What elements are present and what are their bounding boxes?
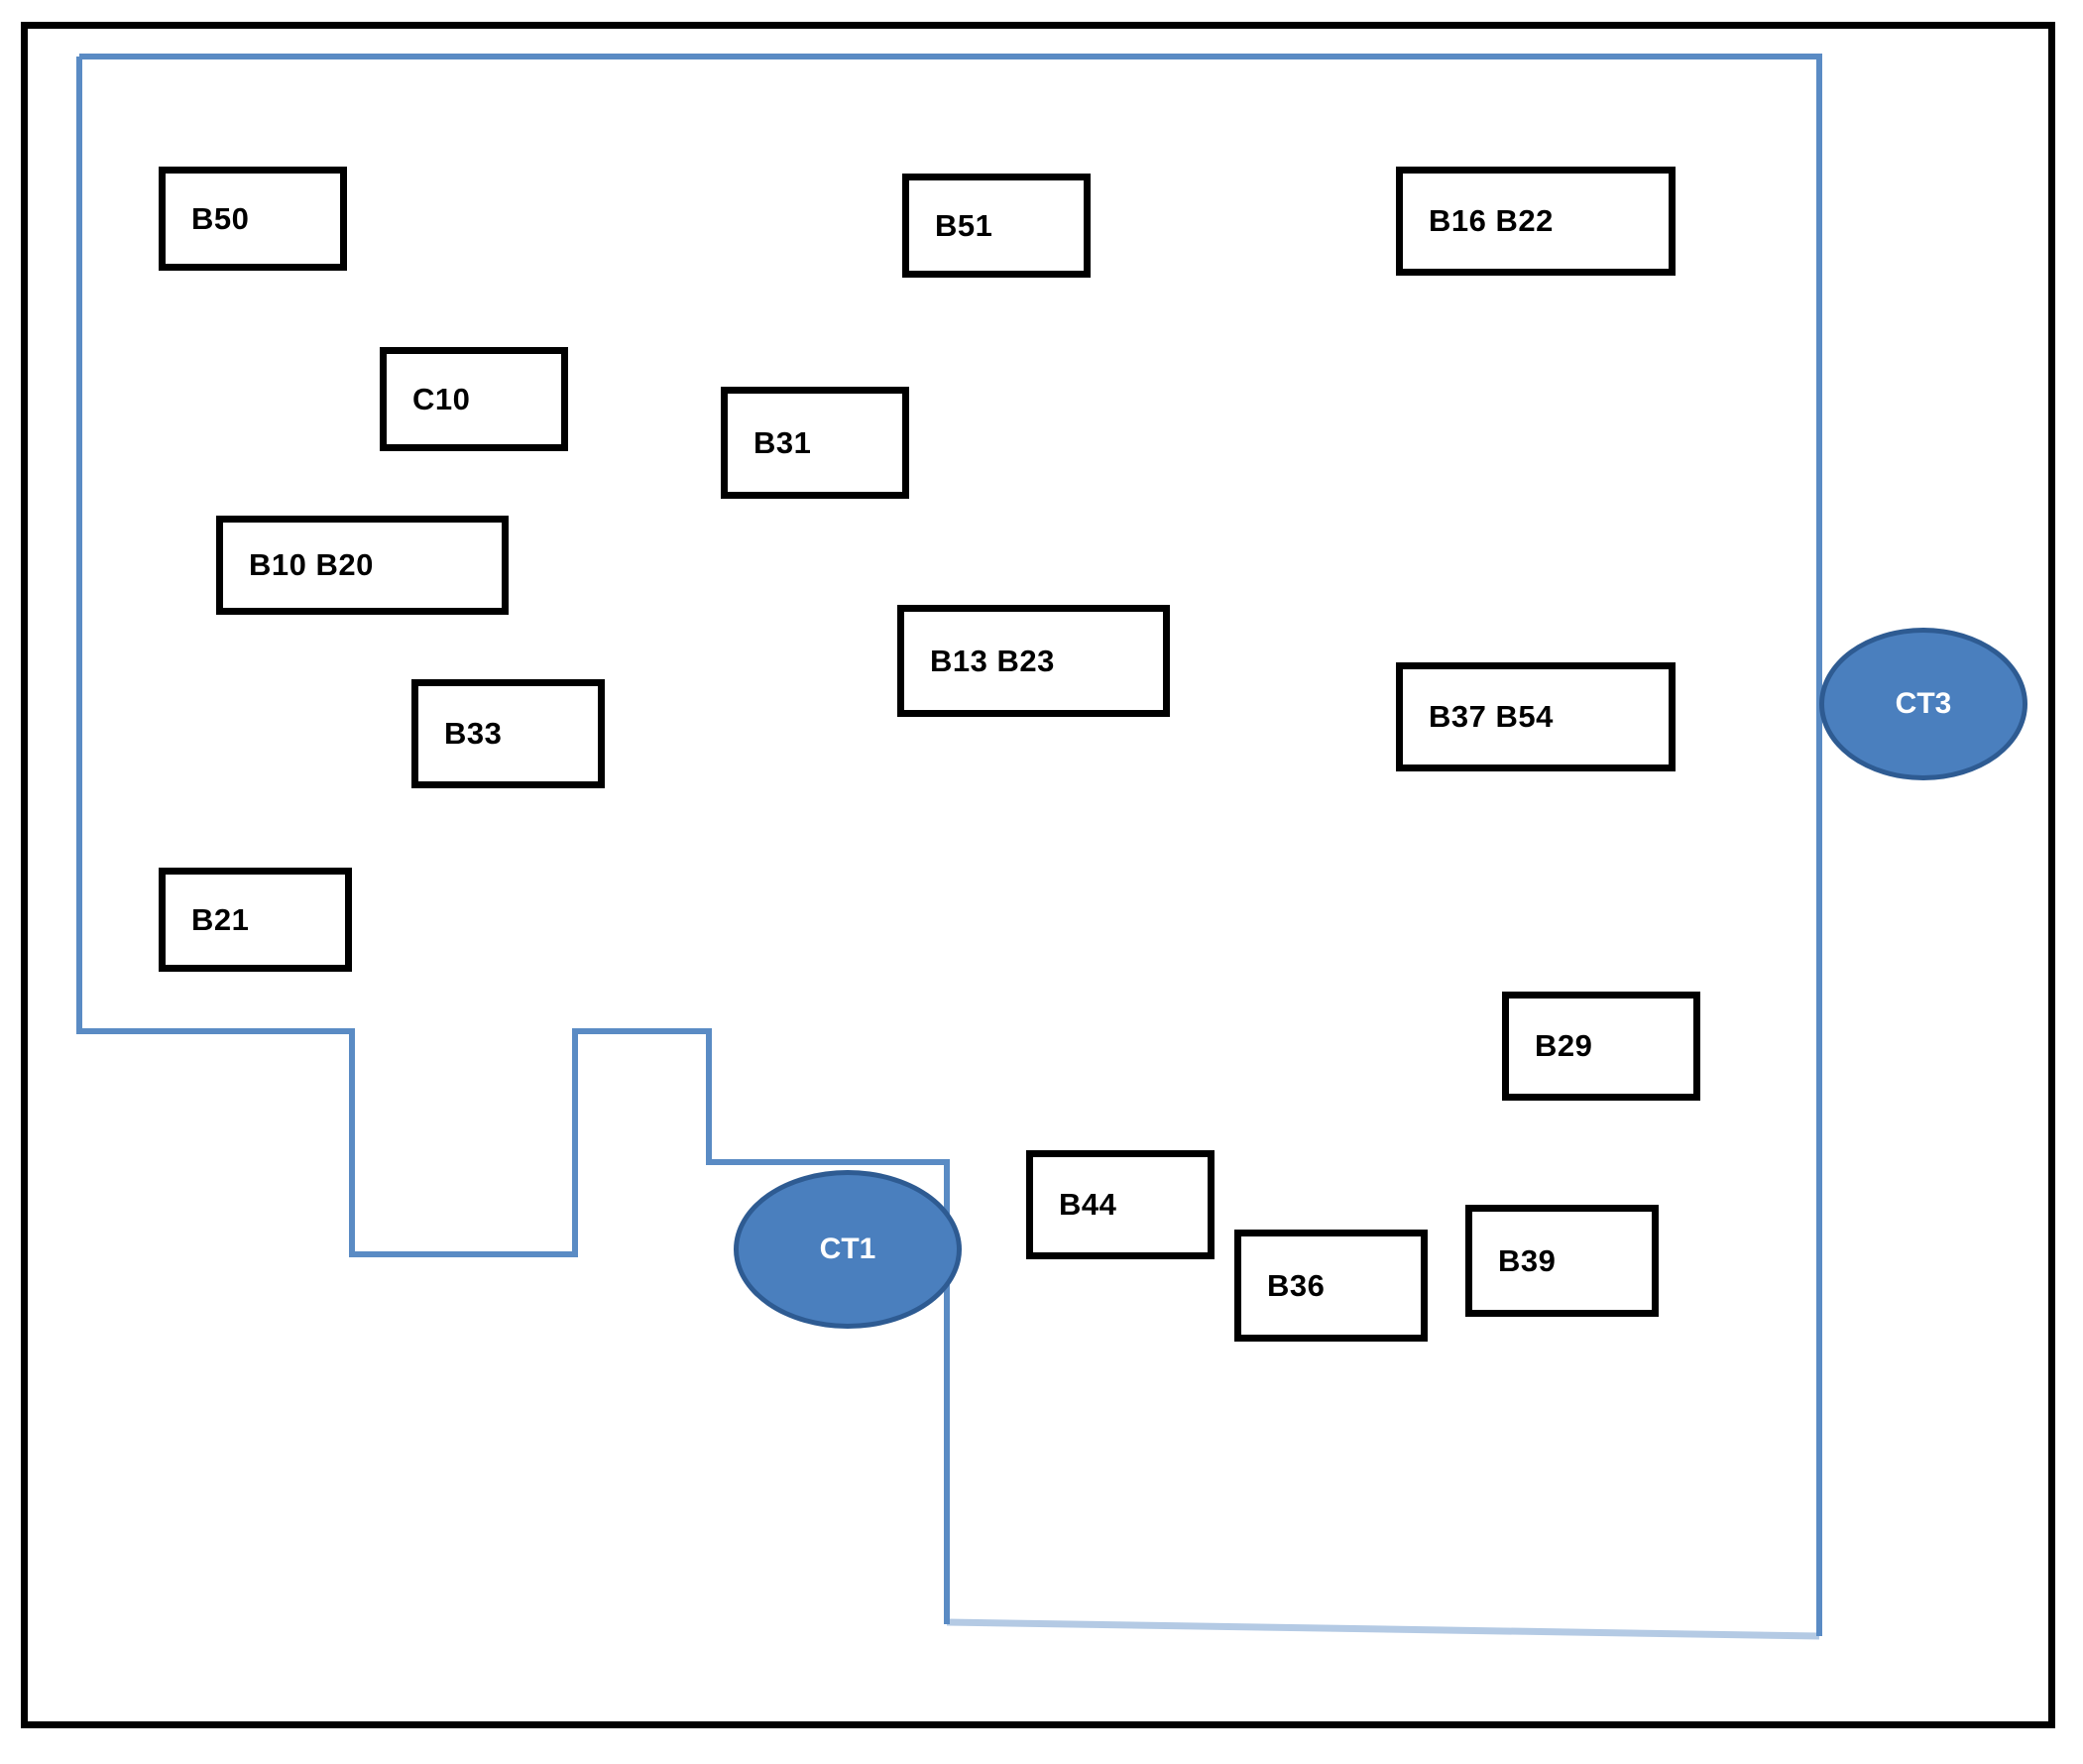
wall-bottom-faded (946, 1618, 1820, 1640)
diagram-outer-frame (21, 22, 2055, 1728)
room-box-b16-b22[interactable]: B16 B22 (1396, 167, 1676, 276)
room-box-b37-b54[interactable]: B37 B54 (1396, 662, 1676, 771)
room-box-b29[interactable]: B29 (1502, 992, 1700, 1101)
room-box-b31-label: B31 (753, 424, 812, 460)
room-box-b39-label: B39 (1498, 1242, 1557, 1278)
room-box-b37-b54-label: B37 B54 (1429, 699, 1554, 734)
room-box-b36-label: B36 (1267, 1267, 1326, 1303)
room-box-b51[interactable]: B51 (902, 174, 1091, 278)
room-box-b13-b23-label: B13 B23 (930, 643, 1055, 678)
room-box-b44-label: B44 (1059, 1187, 1117, 1222)
room-box-b21[interactable]: B21 (159, 868, 352, 972)
node-ct3-label: CT3 (1895, 687, 1952, 720)
wall-outline-upper (79, 54, 1822, 1636)
wall-outline-lower (76, 57, 950, 1624)
room-box-b10-b20[interactable]: B10 B20 (216, 516, 509, 615)
node-ct1-label: CT1 (819, 1233, 876, 1265)
room-box-b10-b20-label: B10 B20 (249, 547, 374, 582)
room-box-c10-label: C10 (412, 381, 471, 416)
room-box-b50-label: B50 (191, 200, 250, 236)
room-box-c10[interactable]: C10 (380, 347, 568, 451)
room-box-b36[interactable]: B36 (1234, 1230, 1428, 1342)
room-box-b31[interactable]: B31 (721, 387, 909, 499)
room-box-b16-b22-label: B16 B22 (1429, 203, 1554, 238)
room-box-b33-label: B33 (444, 716, 503, 751)
room-box-b21-label: B21 (191, 901, 250, 937)
room-box-b39[interactable]: B39 (1465, 1205, 1659, 1317)
room-box-b51-label: B51 (935, 207, 993, 243)
room-box-b33[interactable]: B33 (411, 679, 605, 788)
node-ct3[interactable]: CT3 (1819, 628, 2027, 780)
room-box-b50[interactable]: B50 (159, 167, 347, 271)
node-ct1[interactable]: CT1 (734, 1170, 962, 1329)
room-box-b13-b23[interactable]: B13 B23 (897, 605, 1170, 717)
room-box-b29-label: B29 (1535, 1028, 1593, 1063)
room-box-b44[interactable]: B44 (1026, 1150, 1215, 1259)
